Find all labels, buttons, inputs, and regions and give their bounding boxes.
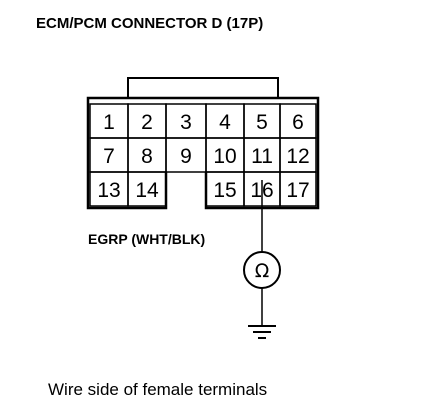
connector-lock-tab	[127, 77, 279, 98]
ground-icon	[248, 325, 276, 339]
ohm-icon: Ω	[255, 260, 270, 282]
probe-label: EGRP (WHT/BLK)	[88, 231, 205, 247]
pin-number: 5	[256, 111, 268, 134]
pin-number: 17	[286, 179, 309, 202]
connector-housing	[86, 96, 320, 210]
pin-number: 13	[97, 179, 120, 202]
pin-number: 4	[219, 111, 231, 134]
pin-number: 11	[251, 145, 273, 168]
pin-number: 3	[180, 111, 192, 134]
pin-number: 15	[213, 179, 236, 202]
pin-number: 14	[135, 179, 159, 202]
diagram-caption: Wire side of female terminals	[48, 380, 267, 399]
pin-number: 1	[103, 111, 115, 134]
pin-number: 8	[141, 145, 153, 168]
pin-cell-17	[279, 171, 317, 207]
pin-number: 10	[213, 145, 236, 168]
diagram-title: ECM/PCM CONNECTOR D (17P)	[36, 15, 263, 32]
pin-number: 9	[180, 145, 192, 168]
pin-number: 6	[292, 111, 304, 134]
pin-number: 7	[103, 145, 115, 168]
pin-number: 2	[141, 111, 153, 134]
pin-cell-14	[127, 171, 167, 207]
pin-number: 12	[286, 145, 309, 168]
